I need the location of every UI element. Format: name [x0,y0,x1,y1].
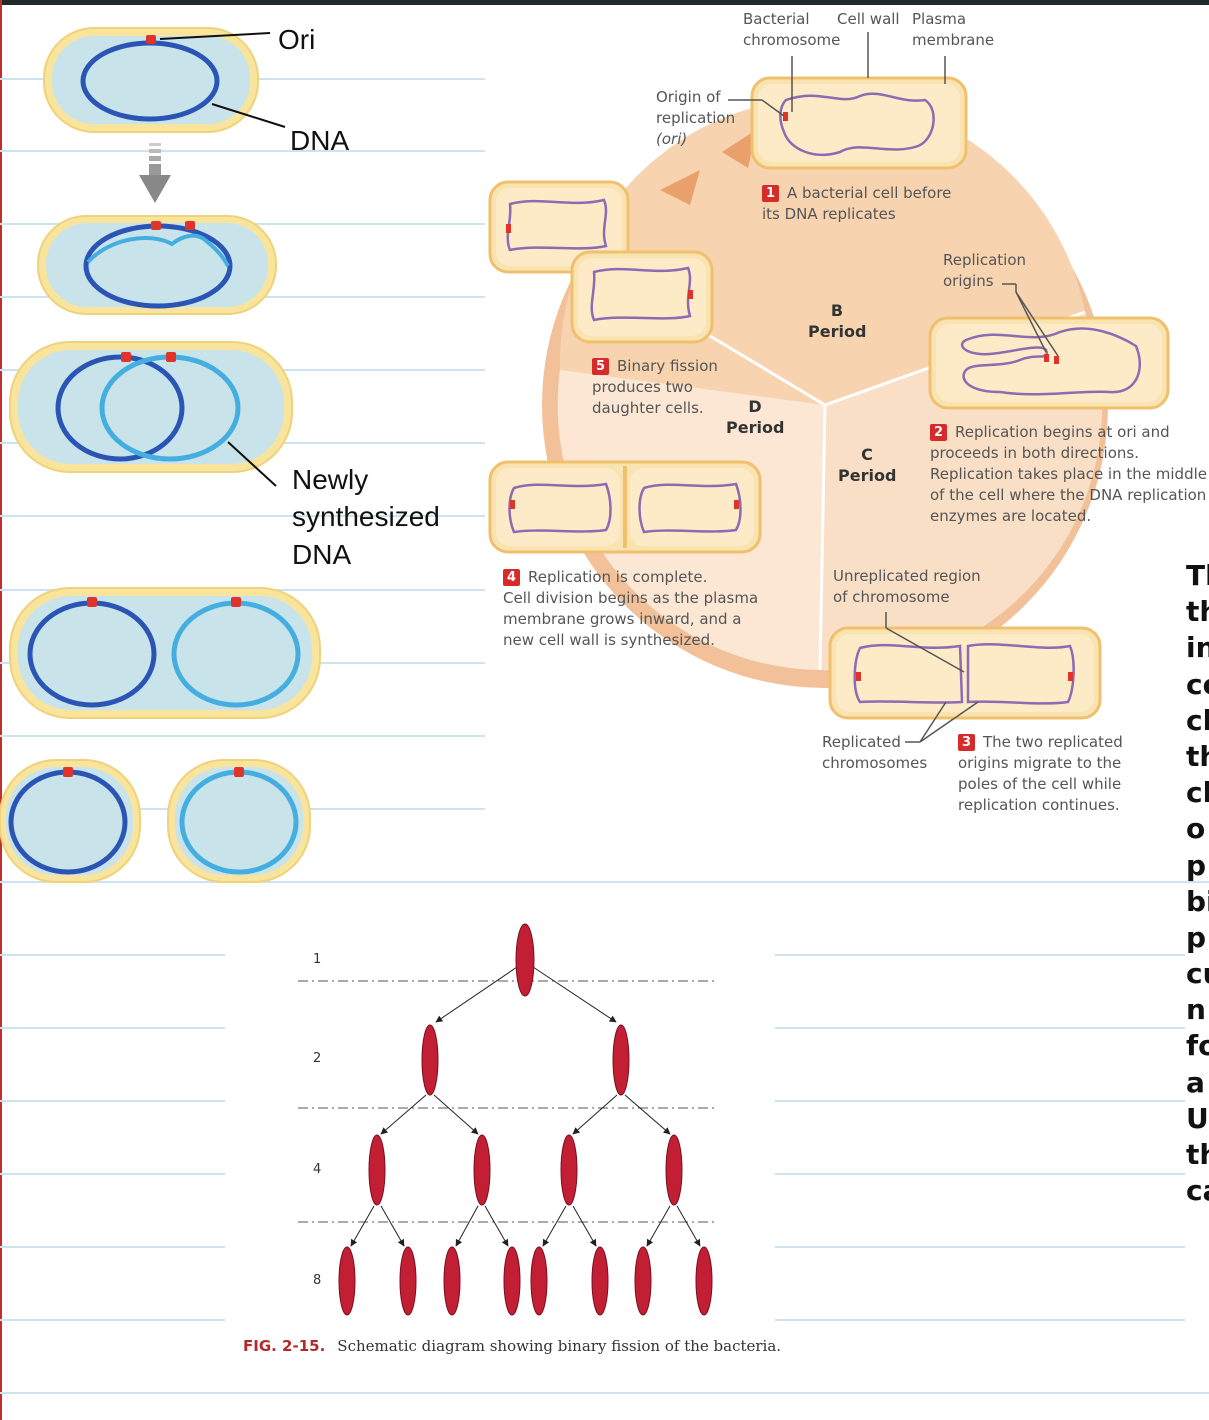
cycle-cell-5 [488,180,714,344]
step-number-badge: 4 [503,569,520,586]
down-arrow-icon [139,143,171,203]
cell-stage-2 [37,215,277,315]
new-dna-label-line: Newly [292,464,369,495]
cycle-arrow-head [660,170,700,205]
figure-number: FIG. 2-15. [243,1337,326,1355]
ori-marker [166,352,176,362]
cycle-arrow-head [722,130,756,168]
step-number-badge: 2 [930,424,947,441]
origin-of-replication-label: Origin of replication (ori) [656,88,736,148]
truncated-side-text: Tl th in co cl th cl o p bi p cu n fo a … [1186,559,1209,1208]
step-number-badge: 1 [762,185,779,202]
notebook-rule [0,150,485,152]
notebook-rule [0,1100,225,1102]
replicated-chromosomes-label: Replicated chromosomes [822,733,928,772]
notebook-rule [0,735,485,737]
cell-stage-3 [9,341,293,487]
generation-label: 2 [313,1051,322,1066]
cell-stage-1 [43,27,286,133]
notebook-rule [775,954,1185,956]
step-number-badge: 3 [958,734,975,751]
ori-marker [146,35,156,44]
figure-caption: FIG. 2-15. Schematic diagram showing bina… [243,1337,781,1355]
generation-label: 1 [313,952,322,967]
notebook-rule [0,1392,1209,1394]
ori-label: Ori [278,24,316,55]
notebook-rule [775,1100,1185,1102]
notebook-rule [0,881,1209,883]
notebook-rule [775,1319,1185,1321]
cell-stage-4 [9,587,321,719]
cycle-cell-4 [488,460,762,554]
bacterial-chromosome-label: Bacterial chromosome [743,10,841,49]
ori-marker [185,221,195,230]
ori-marker [231,597,241,607]
new-dna-label-line: synthesized [292,501,440,532]
cycle-cell-1 [750,76,968,170]
top-border [0,0,1209,5]
notebook-rule [0,1246,225,1248]
notebook-rule [775,1027,1185,1029]
fission-tree [298,923,715,1316]
notebook-rule [0,954,225,956]
figure-caption-text: Schematic diagram showing binary fission… [337,1337,782,1355]
ori-marker [87,597,97,607]
replication-origins-label: Replication origins [943,251,1027,290]
notebook-rule [0,1173,225,1175]
left-margin-line [0,0,2,1420]
cell-stage-5 [0,759,311,883]
generation-label: 8 [313,1273,322,1288]
ori-marker [234,767,244,777]
ori-marker [121,352,131,362]
notebook-rule [0,515,485,517]
dna-label: DNA [290,125,350,156]
notebook-rule [775,1246,1185,1248]
new-dna-label-line: DNA [292,539,352,570]
notebook-rule [0,1319,225,1321]
notebook-rule [0,1027,225,1029]
ori-marker [151,221,161,230]
step-number-badge: 5 [592,358,609,375]
cell-wall-label: Cell wall [837,10,900,28]
leader-lines [728,32,1017,292]
cycle-cell-2 [928,291,1170,410]
cycle-cell-3 [828,612,1102,743]
notebook-rule [775,1173,1185,1175]
generation-label: 4 [313,1162,322,1177]
unreplicated-region-label: Unreplicated region of chromosome [833,567,981,606]
plasma-membrane-label: Plasma membrane [912,10,995,49]
ori-marker [63,767,73,777]
